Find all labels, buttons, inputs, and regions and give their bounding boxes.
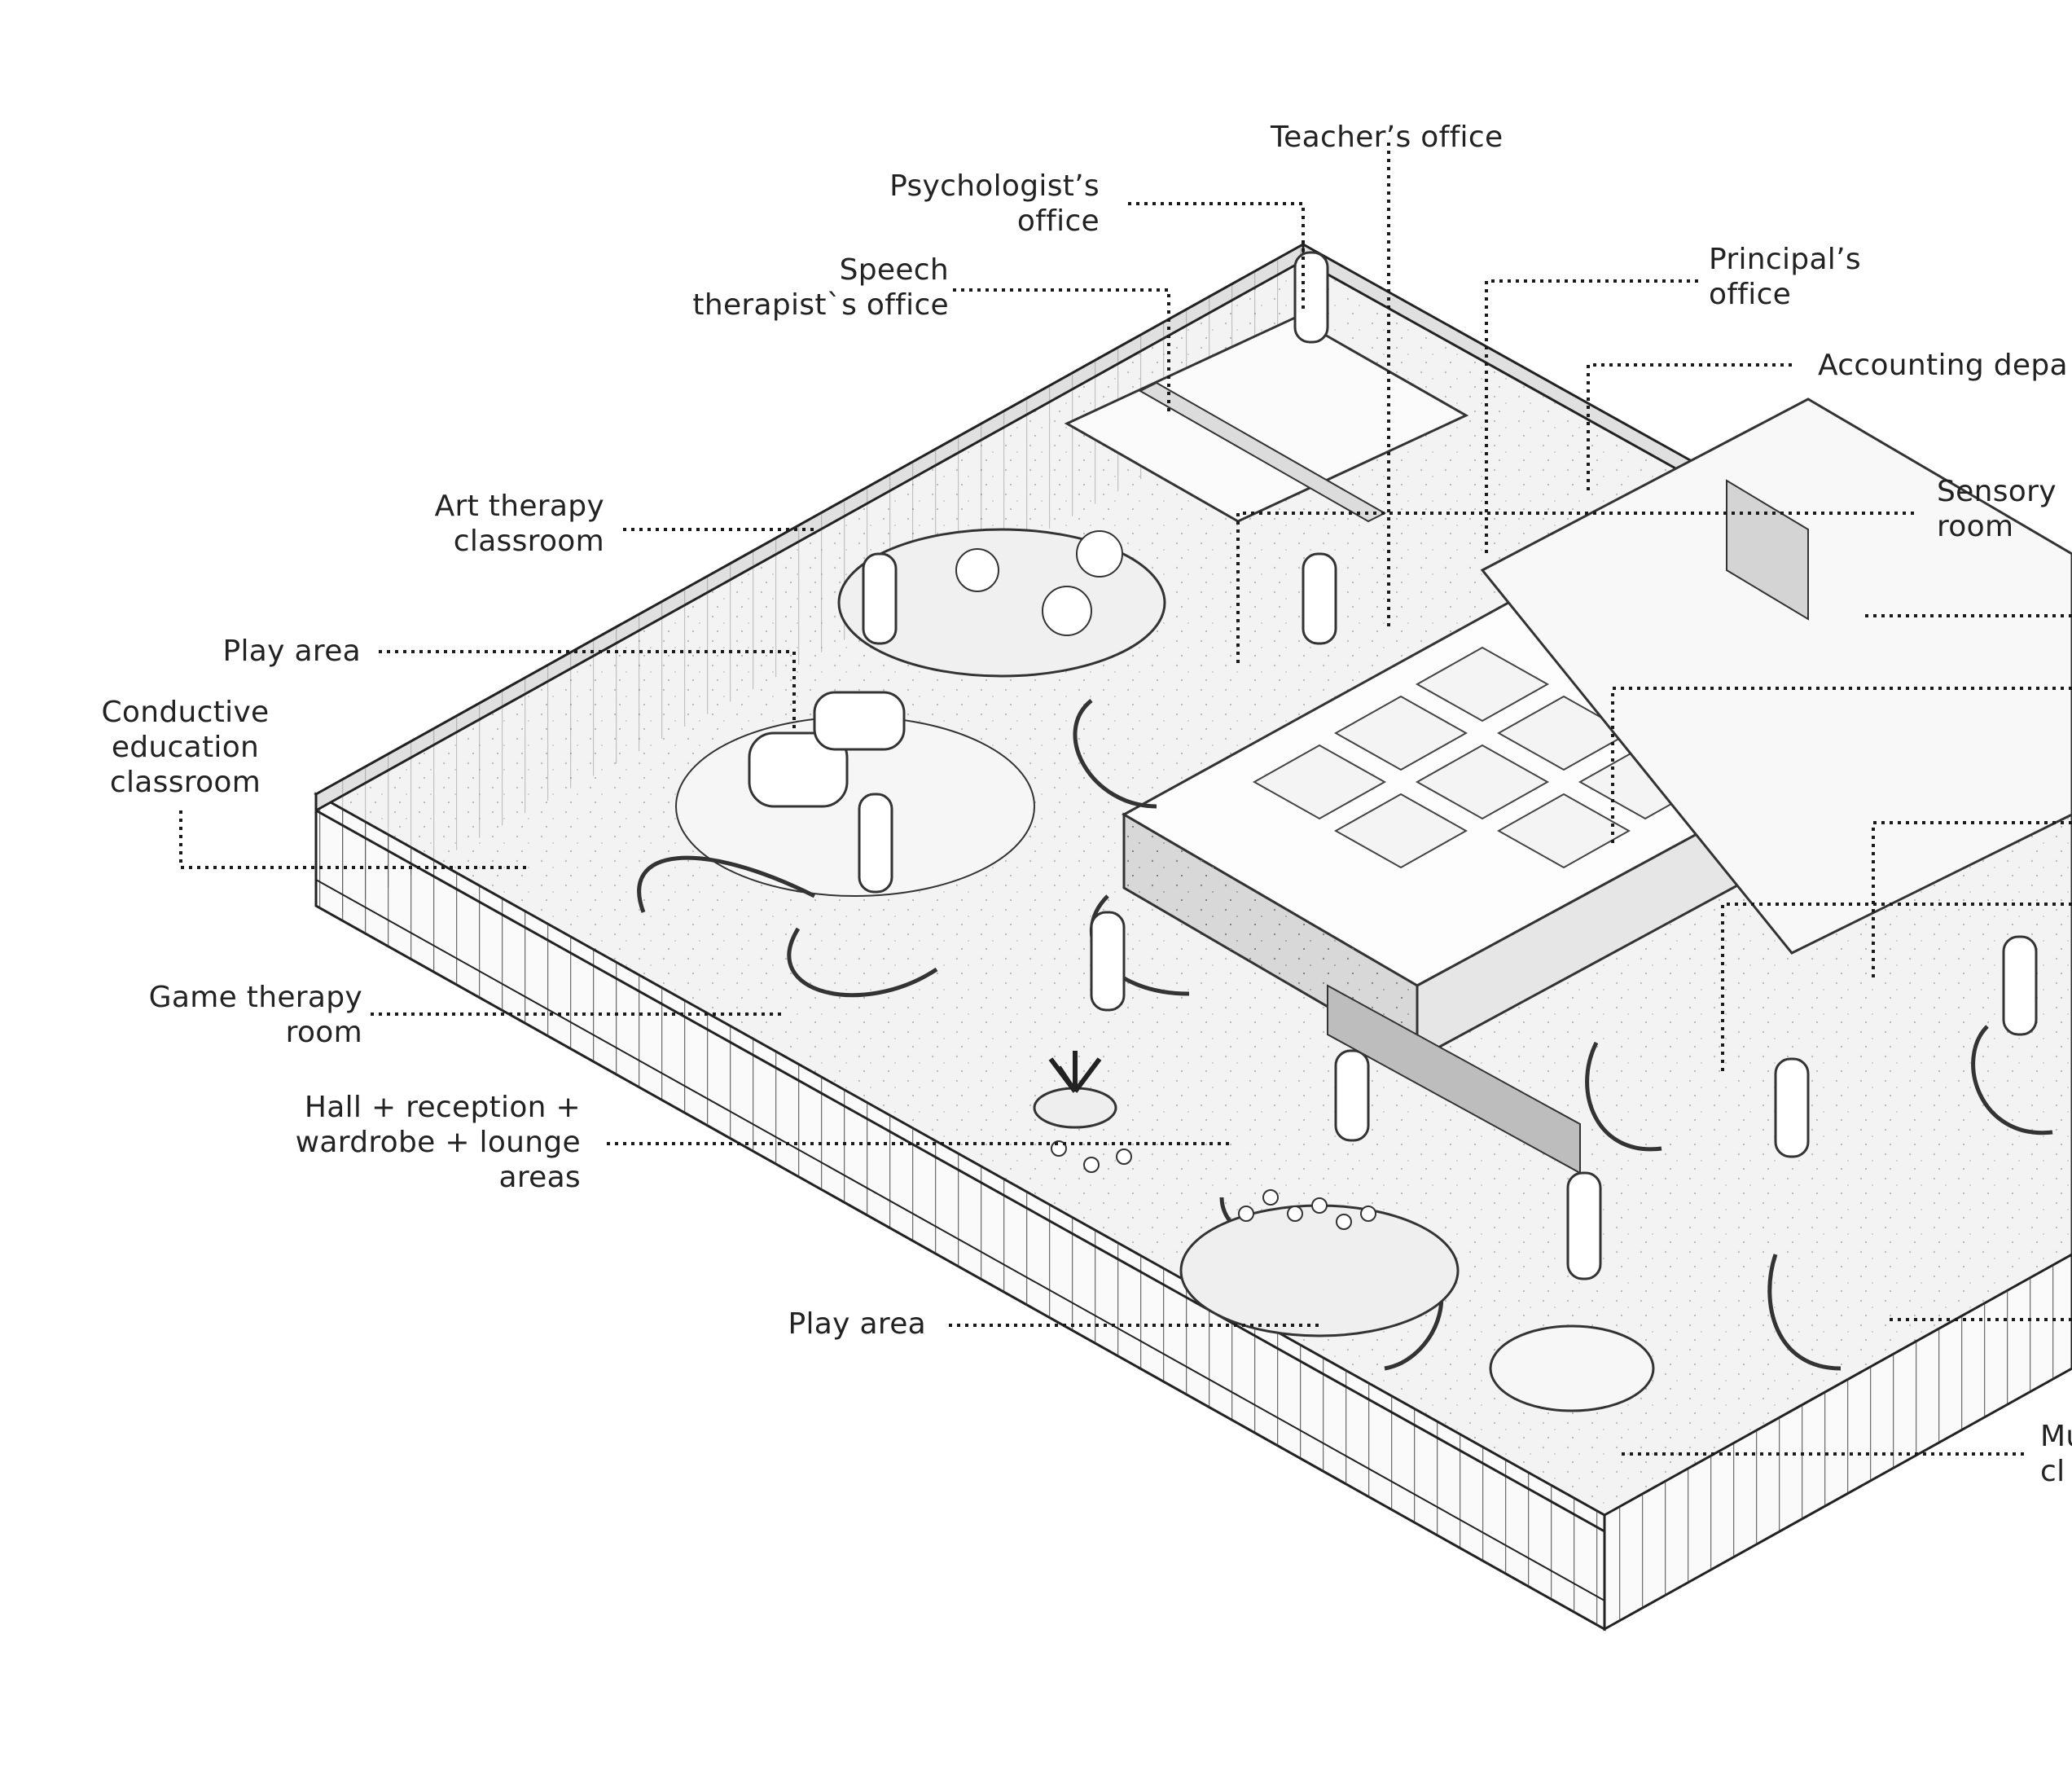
label-conductive-line3: classroom	[109, 766, 261, 799]
label-art-line1: Art therapy	[434, 490, 604, 523]
label-teachers-office: Teacher’s office	[1271, 121, 1504, 154]
facade-front-left-transom	[315, 809, 1605, 1533]
label-accounting: Accounting depa	[1818, 349, 2068, 382]
label-principals-office-line2: office	[1709, 278, 1792, 311]
label-psychologists-office-line2: office	[1016, 204, 1100, 238]
label-principals-office: Principal’s office	[1709, 242, 1861, 312]
label-speech-line2: therapist`s office	[692, 288, 949, 322]
label-conductive-line2: education	[111, 731, 260, 764]
label-music-line2: cl	[2040, 1455, 2065, 1488]
label-game-line2: room	[285, 1016, 362, 1049]
facade-front-left-sill	[315, 879, 1605, 1601]
label-speech-line1: Speech	[839, 253, 949, 287]
label-conductive-education: Conductive education classroom	[81, 695, 289, 800]
art-therapy-room	[837, 528, 1166, 678]
label-psychologists-office-line1: Psychologist’s	[889, 169, 1100, 203]
right-wing-top	[1480, 397, 2072, 955]
label-music-classroom: Mu cl	[2040, 1419, 2072, 1489]
label-sensory-room: Sensory room	[1937, 474, 2057, 544]
office-block-top	[1064, 316, 1469, 523]
locker-wall	[1327, 984, 1581, 1175]
label-game-line1: Game therapy	[148, 981, 362, 1014]
label-speech-therapist-office: Speech therapist`s office	[684, 253, 949, 323]
label-hall-line1: Hall + reception +	[304, 1091, 581, 1124]
label-game-therapy: Game therapy room	[122, 980, 362, 1050]
facade-front-right-mullions	[1604, 1254, 2072, 1629]
curved-walls	[637, 699, 2053, 1371]
label-hall-reception: Hall + reception + wardrobe + lounge are…	[269, 1090, 581, 1195]
label-sensory-line1: Sensory	[1937, 475, 2057, 508]
play-area-top-zone	[675, 691, 1035, 897]
play-area-bottom-zone	[1179, 1204, 1655, 1412]
label-conductive-line1: Conductive	[101, 696, 270, 729]
label-psychologists-office: Psychologist’s office	[880, 169, 1100, 239]
palm-planter	[1033, 1087, 1117, 1129]
label-hall-line2: wardrobe + lounge	[295, 1126, 581, 1159]
label-play-area-bottom: Play area	[788, 1307, 926, 1341]
label-principals-office-line1: Principal’s	[1709, 243, 1861, 276]
label-art-therapy: Art therapy classroom	[399, 489, 604, 559]
palm-leaves	[1048, 1051, 1102, 1093]
pendant-lights	[1051, 1140, 1376, 1230]
label-play-area-top: Play area	[222, 635, 361, 668]
label-art-line2: classroom	[453, 525, 604, 558]
leader-lines	[179, 143, 2072, 1456]
label-sensory-line2: room	[1937, 510, 2014, 543]
label-hall-line3: areas	[498, 1161, 581, 1194]
label-music-line1: Mu	[2040, 1420, 2072, 1453]
facade-back-left-glazing	[326, 246, 1303, 912]
columns	[858, 251, 2038, 1280]
